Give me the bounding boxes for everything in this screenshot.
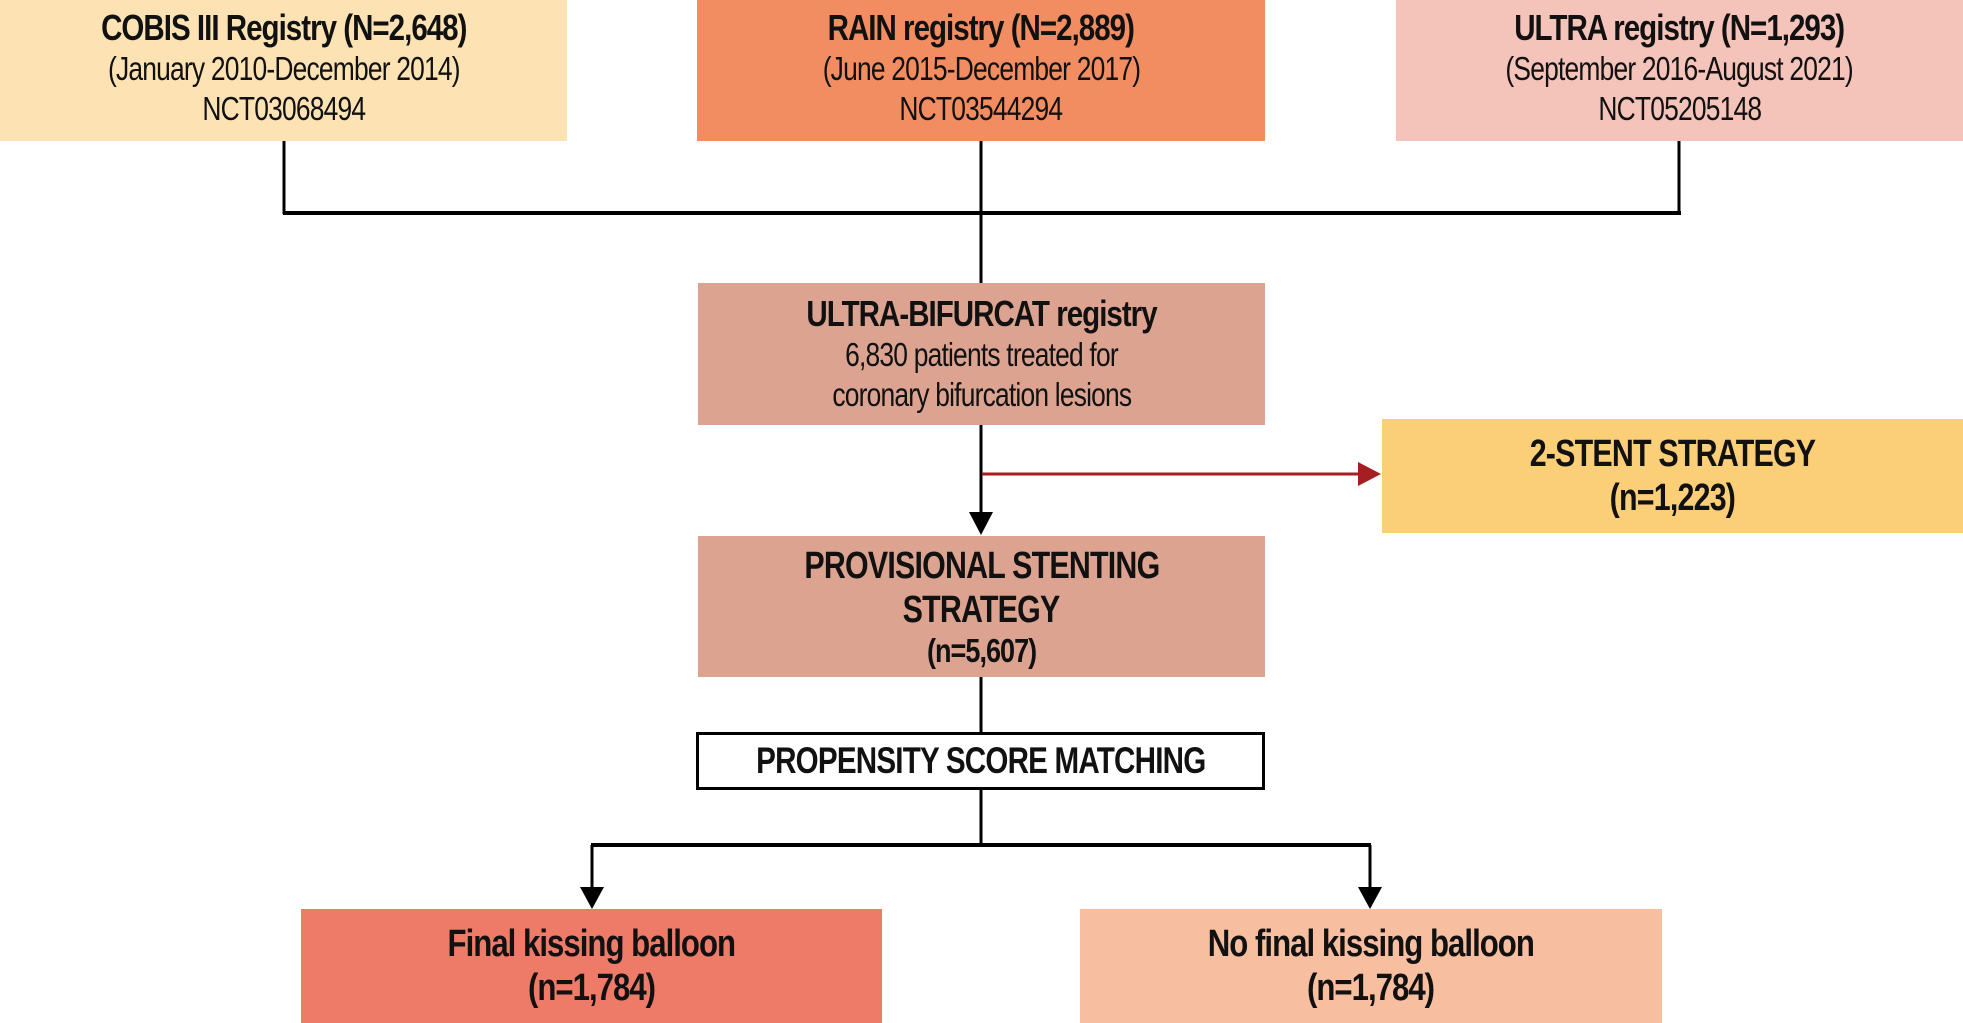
- registry-period: (June 2015-December 2017): [822, 49, 1140, 87]
- group-count: (n=1,784): [1307, 967, 1435, 1009]
- provisional-box: PROVISIONAL STENTING STRATEGY (n=5,607): [698, 536, 1265, 677]
- provisional-line2: STRATEGY: [903, 588, 1061, 631]
- registry-title: RAIN registry (N=2,889): [827, 6, 1135, 48]
- provisional-count: (n=5,607): [926, 631, 1037, 669]
- registry-title: COBIS III Registry (N=2,648): [100, 6, 467, 48]
- psm-label: PROPENSITY SCORE MATCHING: [755, 740, 1206, 781]
- group-count: (n=1,784): [527, 967, 656, 1009]
- registry-nct: NCT03544294: [899, 89, 1064, 127]
- registry-period: (September 2016-August 2021): [1505, 49, 1854, 87]
- two-stent-title: 2-STENT STRATEGY: [1529, 433, 1816, 475]
- group-title: Final kissing balloon: [447, 923, 737, 965]
- group-box-fkb: Final kissing balloon (n=1,784): [301, 909, 882, 1023]
- two-stent-box: 2-STENT STRATEGY (n=1,223): [1382, 419, 1963, 533]
- registry-box-cobis: COBIS III Registry (N=2,648) (January 20…: [0, 0, 567, 141]
- two-stent-count: (n=1,223): [1609, 477, 1736, 519]
- provisional-line1: PROVISIONAL STENTING: [803, 544, 1160, 587]
- psm-box: PROPENSITY SCORE MATCHING: [696, 732, 1265, 790]
- combined-line2: coronary bifurcation lesions: [832, 376, 1132, 413]
- group-box-no-fkb: No final kissing balloon (n=1,784): [1080, 909, 1662, 1023]
- exclusion-arrowhead: [1358, 462, 1381, 486]
- registry-period: (January 2010-December 2014): [107, 49, 461, 87]
- group-title: No final kissing balloon: [1207, 923, 1535, 965]
- arrowhead-provisional: [969, 512, 993, 535]
- registry-nct: NCT03068494: [202, 89, 366, 127]
- registry-title: ULTRA registry (N=1,293): [1514, 6, 1846, 48]
- combined-registry-box: ULTRA-BIFURCAT registry 6,830 patients t…: [698, 283, 1265, 425]
- combined-line1: 6,830 patients treated for: [845, 336, 1119, 373]
- combined-title: ULTRA-BIFURCAT registry: [806, 293, 1157, 334]
- arrowhead-fkb: [580, 887, 604, 909]
- arrowhead-no-fkb: [1358, 887, 1382, 909]
- registry-nct: NCT05205148: [1598, 89, 1762, 127]
- registry-box-rain: RAIN registry (N=2,889) (June 2015-Decem…: [697, 0, 1265, 141]
- registry-box-ultra: ULTRA registry (N=1,293) (September 2016…: [1396, 0, 1963, 141]
